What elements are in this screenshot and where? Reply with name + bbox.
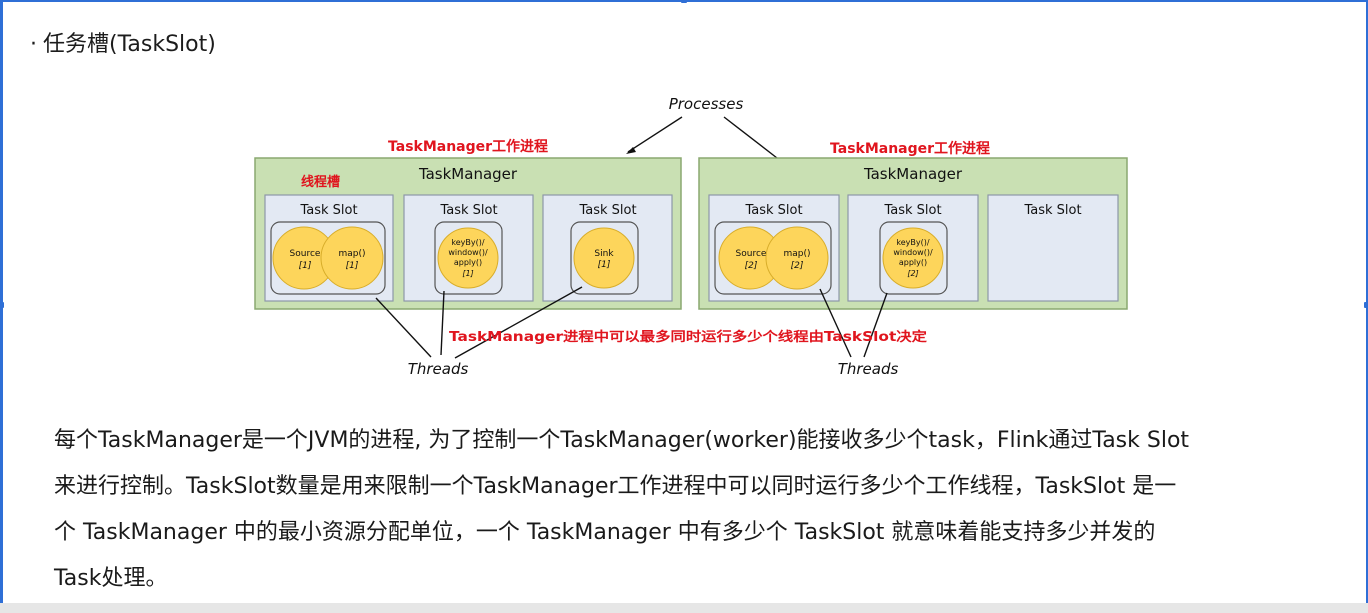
operator-sink-1-index: [1] (598, 260, 611, 270)
operator-keyby-1-name-c: apply() (454, 258, 482, 267)
annotation-slot: 线程槽 (301, 174, 340, 190)
task-slot-2-1-title: Task Slot (744, 203, 802, 218)
description-line-3: 个 TaskManager 中的最小资源分配单位，一个 TaskManager … (54, 520, 1156, 545)
operator-keyby-2-name-c: apply() (899, 258, 927, 267)
description-line-1: 每个TaskManager是一个JVM的进程, 为了控制一个TaskManage… (54, 428, 1190, 453)
bullet: · (30, 32, 37, 57)
operator-map-2-index: [2] (791, 261, 804, 271)
section-title-text: 任务槽(TaskSlot) (43, 32, 216, 57)
description-paragraph: 每个TaskManager是一个JVM的进程, 为了控制一个TaskManage… (54, 418, 1329, 602)
operator-sink-1 (573, 227, 635, 289)
operator-keyby-1-name-b: window()/ (448, 248, 488, 257)
operator-keyby-2-index: [2] (907, 269, 918, 278)
thread-line-left-2 (440, 290, 445, 356)
taskmanager-1-title: TaskManager (418, 165, 518, 183)
operator-chain-2-2 (879, 221, 948, 295)
resize-handle-left[interactable] (0, 302, 4, 308)
annotation-tm-left: TaskManager工作进程 (388, 138, 548, 155)
task-slot-1-1-title: Task Slot (299, 203, 357, 218)
threads-label-right: Threads (838, 360, 899, 378)
processes-pointer-left (627, 116, 683, 153)
operator-chain-1-2 (434, 221, 503, 295)
taskmanager-2-title: TaskManager (863, 165, 963, 183)
taskmanager-1: TaskManager 线程槽 Task Slot Source [1] map… (254, 157, 682, 310)
thread-line-right-2 (863, 292, 888, 358)
task-slot-2-3-title: Task Slot (1023, 203, 1081, 218)
resize-handle-right[interactable] (1364, 302, 1368, 308)
operator-keyby-2-name-a: keyBy()/ (896, 238, 929, 247)
operator-map-1-name: map() (338, 249, 365, 259)
resize-handle-top[interactable] (681, 0, 687, 3)
annotation-tm-right: TaskManager工作进程 (830, 140, 990, 157)
operator-map-1 (320, 226, 384, 290)
thread-line-left-1 (375, 297, 432, 358)
operator-chain-1-3 (570, 221, 639, 295)
operator-keyby-2-name-b: window()/ (893, 248, 933, 257)
operator-source-1-name: Source (290, 249, 321, 259)
operator-map-2 (765, 226, 829, 290)
operator-source-2-index: [2] (745, 261, 758, 271)
operator-keyby-1 (437, 227, 499, 289)
section-title: ·任务槽(TaskSlot) (30, 26, 216, 58)
task-slot-1-2-title: Task Slot (439, 203, 497, 218)
processes-arrowhead (626, 147, 636, 154)
description-line-2: 来进行控制。TaskSlot数量是用来限制一个TaskManager工作进程中可… (54, 474, 1177, 499)
operator-keyby-1-name-a: keyBy()/ (451, 238, 484, 247)
threads-label-left: Threads (408, 360, 469, 378)
thread-line-left-3 (454, 286, 583, 359)
taskmanager-2: TaskManager Task Slot Source [2] map() [… (698, 157, 1128, 310)
operator-sink-1-name: Sink (594, 249, 614, 259)
task-slot-2-2-title: Task Slot (883, 203, 941, 218)
description-line-4: Task处理。 (54, 566, 168, 591)
operator-map-1-index: [1] (346, 261, 359, 271)
thread-line-right-1 (819, 288, 852, 358)
processes-pointer-right (723, 116, 778, 159)
bottom-scroll-bar[interactable] (0, 603, 1368, 613)
task-slot-2-3 (987, 194, 1119, 302)
operator-chain-2-1 (714, 221, 832, 295)
operator-keyby-2 (882, 227, 944, 289)
operator-source-1-index: [1] (299, 261, 312, 271)
task-slot-1-3-title: Task Slot (578, 203, 636, 218)
annotation-threads: TaskManager进程中可以最多同时运行多少个线程由TaskSlot决定 (449, 329, 927, 345)
operator-chain-1-1 (270, 221, 386, 295)
operator-source-2-name: Source (736, 249, 767, 259)
operator-map-2-name: map() (783, 249, 810, 259)
processes-label: Processes (669, 95, 744, 113)
operator-keyby-1-index: [1] (462, 269, 473, 278)
